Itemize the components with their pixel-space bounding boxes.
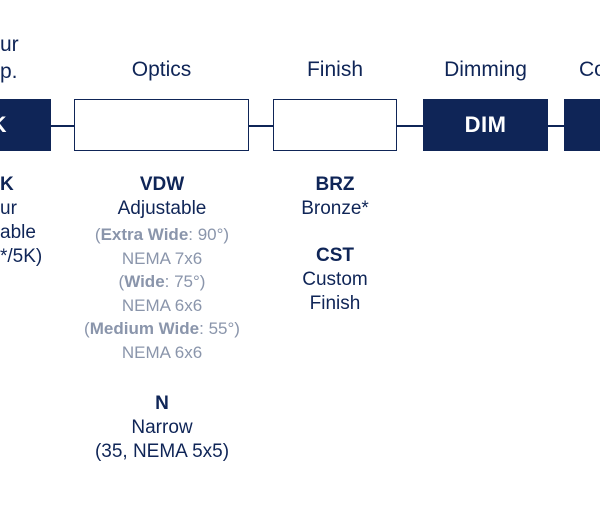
optics-box <box>74 99 249 151</box>
colour-temp-options: K ur able */5K) <box>0 173 42 269</box>
finish-options: BRZ Bronze* CST Custom Finish <box>260 173 410 316</box>
connector-line <box>548 125 564 127</box>
header-colour-temp-line2: p. <box>0 60 18 83</box>
finish-cst-code: CST <box>316 245 354 266</box>
next-box <box>564 99 600 151</box>
optics-options: VDW Adjustable (Extra Wide: 90°) NEMA 7x… <box>62 173 262 464</box>
colour-temp-line: able <box>0 222 36 243</box>
optics-option-wide: (Wide: 75°) <box>118 272 206 291</box>
header-optics: Optics <box>131 58 192 81</box>
finish-cst-name: Custom <box>302 269 368 290</box>
colour-temp-line: ur <box>0 198 17 219</box>
finish-box <box>273 99 397 151</box>
finish-brz-code: BRZ <box>315 174 355 195</box>
dimming-box-label: DIM <box>464 112 507 137</box>
dimming-box: DIM <box>423 99 548 151</box>
colour-temp-line: */5K) <box>0 246 43 267</box>
optics-n-code: N <box>155 393 169 414</box>
option-label: Medium Wide <box>89 319 200 338</box>
connector-line <box>51 125 74 127</box>
option-label: Wide <box>124 272 165 291</box>
finish-brz-name: Bronze* <box>301 198 369 219</box>
optics-option-nema: NEMA 6x6 <box>121 342 203 362</box>
optics-n-name: Narrow <box>131 417 193 438</box>
colour-temp-box: K <box>0 99 51 151</box>
optics-vdw-code: VDW <box>139 174 185 195</box>
optics-option-nema: NEMA 7x6 <box>121 248 203 268</box>
option-label: Extra Wide <box>100 225 189 244</box>
header-colour-temp-line1: ur <box>0 33 19 56</box>
optics-option-extra-wide: (Extra Wide: 90°) <box>94 225 230 244</box>
optics-vdw-name: Adjustable <box>117 198 207 219</box>
connector-line <box>249 125 273 127</box>
optics-option-medium-wide: (Medium Wide: 55°) <box>84 319 240 338</box>
colour-temp-code: K <box>0 174 14 195</box>
header-finish: Finish <box>306 58 364 81</box>
optics-option-nema: NEMA 6x6 <box>121 295 203 315</box>
colour-temp-box-label: K <box>0 112 7 138</box>
header-dimming: Dimming <box>444 58 527 81</box>
connector-line <box>397 125 423 127</box>
finish-cst-name: Finish <box>309 293 361 314</box>
header-next: Co <box>579 58 600 81</box>
optics-n-detail: (35, NEMA 5x5) <box>94 441 230 462</box>
